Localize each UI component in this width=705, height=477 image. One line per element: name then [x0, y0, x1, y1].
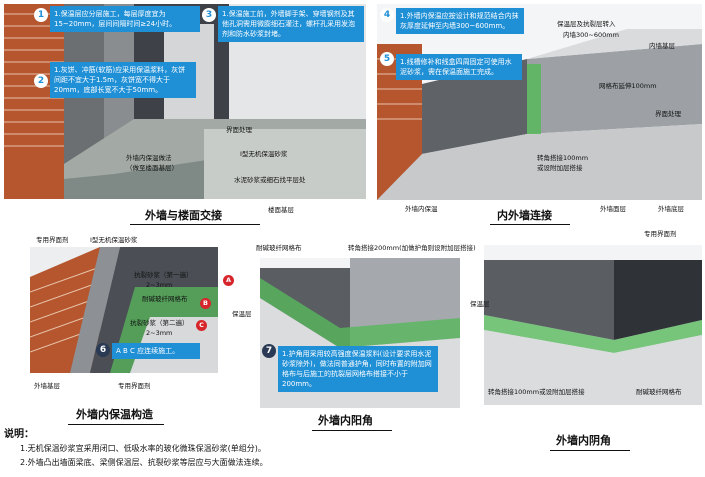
panel-wall-construction: 6 A B C 应连续施工。 抗裂砂浆（第一遍） 2~3mm 耐碱玻纤网格布 抗…	[30, 247, 218, 373]
label-slab: 水泥砂浆或细石找平层处	[234, 176, 306, 184]
notes-title: 说明：	[4, 429, 34, 440]
marker-b: B	[200, 298, 211, 309]
panel-wall-junction: 4 1.外墙内保温应按设计和规范结合内抹灰厚度延伸至内墙300~600mm。 5…	[377, 4, 702, 200]
step-number-7: 7	[262, 344, 276, 358]
label-crack-1: 抗裂砂浆（第一遍）	[134, 271, 193, 279]
note-text: 应连续施工。	[137, 347, 180, 355]
label-interface-2: 界面处理	[655, 110, 681, 118]
notes-section: 说明： 1.无机保温砂浆宜采用闭口、低吸水率的玻化微珠保温砂浆(单组分)。 2.…	[4, 428, 268, 470]
caption-wall-floor: 外墙与楼面交接	[145, 209, 222, 222]
label-interface-5: 专用界面剂	[644, 230, 677, 238]
marker-a: A	[223, 275, 234, 286]
note-step-3: 1.保温施工前，外墙脚手架、穿墙钢剂及其他孔洞需用微膨细石灌注，螺杆孔采用发泡剂…	[218, 6, 364, 42]
notes-item-1: 1.无机保温砂浆宜采用闭口、低吸水率的玻化微珠保温砂浆(单组分)。	[20, 444, 266, 453]
label-wall-bottom: 外墙底层	[658, 205, 684, 213]
step-number-2: 2	[34, 74, 48, 88]
wall-junction-illustration	[377, 4, 702, 200]
caption-outer-corner: 外墙内阳角	[318, 414, 373, 427]
label-mesh-5: 耐碱玻纤网格布	[636, 388, 682, 396]
label-corner-5: 转角搭接100mm或设附加层搭接	[488, 388, 585, 396]
label-mesh-3: 耐碱玻纤网格布	[142, 295, 188, 303]
note-step-6: A B C 应连续施工。	[112, 343, 200, 359]
note-step-4: 1.外墙内保温应按设计和规范结合内抹灰厚度延伸至内墙300~600mm。	[396, 8, 524, 34]
caption-wall-construction: 外墙内保温构造	[76, 408, 153, 421]
notes-item-2: 2.外墙凸出墙面梁底、梁侧保温层、抗裂砂浆等层应与大面做法连续。	[20, 458, 268, 467]
panel-inner-corner	[484, 245, 702, 405]
caption-underline	[68, 424, 164, 425]
label-interface: 界面处理	[226, 126, 252, 134]
label-interface-3: 专用界面剂	[36, 236, 69, 244]
label-ins-4: 保温层	[232, 310, 252, 318]
label-ins-5: 保温层	[470, 300, 490, 308]
label-corner: 转角搭接100mm	[537, 154, 589, 162]
note-step-7: 1.护角用采用较高强度保温浆料(设计要求用水泥砂浆除外)，做法同普通护角，同时布…	[278, 346, 438, 392]
label-crack-2-thickness: 2~3mm	[146, 329, 173, 337]
label-inner-base: 内墙基层	[649, 42, 675, 50]
label-corner-4: 转角搭接200mm(加做护角则设附加层搭接)	[348, 244, 476, 252]
label-crack-1-thickness: 2~3mm	[146, 281, 173, 289]
panel-wall-floor: 1 1.保温层应分层施工，每层厚度宜为15~20mm，层间间隔时间≥24小时。 …	[4, 4, 366, 199]
label-crack-2: 抗裂砂浆（第二遍）	[130, 319, 189, 327]
label-interface-3b: 专用界面剂	[118, 382, 151, 390]
note-step-1: 1.保温层应分层施工，每层厚度宜为15~20mm，层间间隔时间≥24小时。	[50, 6, 200, 32]
step-number-4: 4	[380, 8, 394, 22]
label-base-3: 外墙基层	[34, 382, 60, 390]
inner-corner-illustration	[484, 245, 702, 405]
label-extend-2: 内墙300~600mm	[563, 31, 619, 39]
step-number-5: 5	[380, 52, 394, 66]
label-wall-surface: 外墙面层	[600, 205, 626, 213]
caption-underline	[490, 224, 570, 225]
label-floor-treat-2: （做至楼面基层）	[126, 164, 178, 172]
label-extend: 保温层及抗裂层转入	[557, 20, 616, 28]
label-mortar-3: I型无机保温砂浆	[90, 236, 138, 244]
label-mesh-ext: 网格布延伸100mm	[599, 82, 657, 90]
note-step-2: 1.灰饼、冲筋(软筋)应采用保温浆料，灰饼间距不宜大于1.5m，灰饼宽不得大于2…	[50, 62, 196, 98]
caption-underline	[130, 224, 260, 225]
marker-c: C	[196, 320, 207, 331]
label-floor-treat: 外墙内保温做法	[126, 154, 172, 162]
step-number-3: 3	[202, 8, 216, 22]
step-number-6: 6	[96, 343, 110, 357]
caption-underline	[550, 450, 630, 451]
step-number-1: 1	[34, 8, 48, 22]
label-corner-2: 或设附加层搭接	[537, 164, 583, 172]
caption-underline	[312, 430, 392, 431]
note-step-5: 1.线槽修补和线盒四周固定可使用水泥砂浆，需在保温面施工完成。	[396, 54, 522, 80]
label-floor-base: 楼面基层	[268, 206, 294, 214]
label-mesh-4: 耐碱玻纤网格布	[256, 244, 302, 252]
note-sequence: A B C	[116, 347, 135, 355]
label-mortar: I型无机保温砂浆	[240, 150, 288, 158]
caption-inner-corner: 外墙内阴角	[556, 434, 611, 447]
caption-wall-junction: 内外墙连接	[497, 209, 552, 222]
label-wall-ins: 外墙内保温	[405, 205, 438, 213]
